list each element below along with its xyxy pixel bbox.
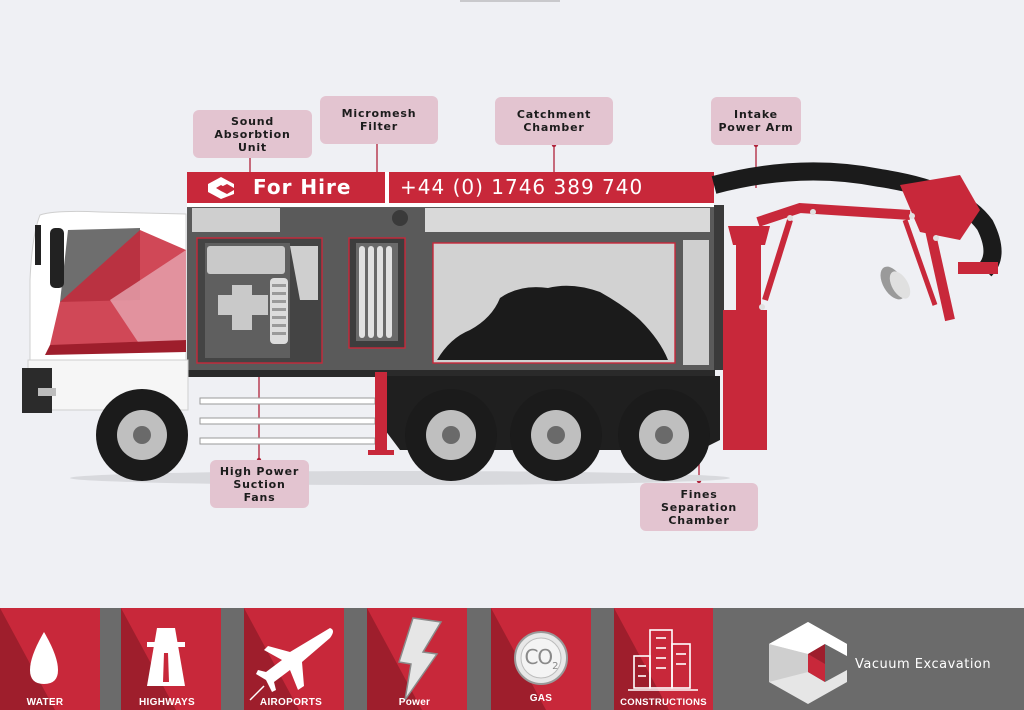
sector-tile-water[interactable]: WATER [0,608,100,710]
water-drop-icon [30,632,58,684]
callout-intake-power-arm: Intake Power Arm [711,97,801,145]
hire-text: For Hire [253,175,352,199]
sector-label-gas: GAS [529,693,553,704]
sector-tile-gas[interactable]: CO2 GAS [491,608,591,710]
phone-number[interactable]: +44 (0) 1746 389 740 [400,175,644,199]
buildings-icon [628,629,698,691]
sector-label-highways: HIGHWAYS [139,697,195,708]
sector-bar-bg [0,608,713,710]
callout-sound-absorption: Sound Absorbtion Unit [193,110,312,158]
lightning-icon [398,617,443,701]
callout-catchment-chamber: Catchment Chamber [495,97,613,145]
sector-label-water: WATER [26,697,64,708]
sector-tile-highways[interactable]: HIGHWAYS [121,608,221,710]
sector-tile-power[interactable]: Power [367,608,467,710]
sector-label-airports: AIROPORTS [259,697,323,708]
hire-logo-icon [207,176,235,200]
sector-tile-airports[interactable]: AIROPORTS [244,608,344,710]
callout-suction-fans: High Power Suction Fans [210,460,309,508]
airplane-icon [249,628,333,701]
brand-panel: Vacuum Excavation [713,608,1024,710]
co2-text: CO2 [491,645,591,672]
co2-main: CO [524,645,553,669]
sector-tile-constructions[interactable]: CONSTRUCTIONS [614,608,713,710]
callout-micromesh-filter: Micromesh Filter [320,96,438,144]
wheels [96,389,710,481]
sector-label-constructions: CONSTRUCTIONS [620,697,707,708]
sector-label-power: Power [398,697,431,708]
company-logo-icon [769,622,847,704]
brand-name: Vacuum Excavation [855,657,992,672]
co2-subscript: 2 [552,661,558,672]
vacuum-truck-illustration [22,139,1002,485]
top-tab [460,0,560,2]
co2-icon [514,631,568,685]
callout-fines-separation: Fines Separation Chamber [640,483,758,531]
highway-icon [147,628,185,686]
